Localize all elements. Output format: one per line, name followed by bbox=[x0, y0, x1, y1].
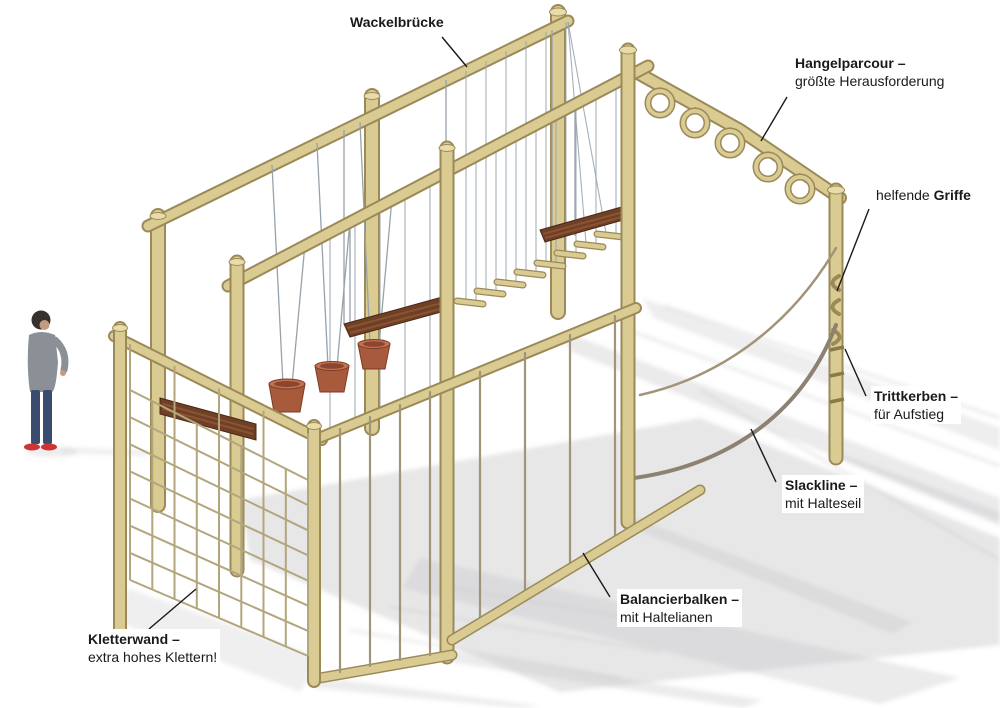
right-end-post bbox=[827, 182, 845, 466]
bridge-front-frame bbox=[221, 42, 655, 665]
suspension-cables bbox=[271, 21, 629, 433]
label-hangelparcour: Hangelparcour – größte Herausforderung bbox=[792, 53, 948, 91]
label-balancierbalken-subtitle: mit Haltelianen bbox=[620, 609, 713, 625]
label-trittkerben-subtitle: für Aufstieg bbox=[874, 406, 945, 422]
label-balancierbalken: Balancierbalken – mit Haltelianen bbox=[617, 589, 743, 627]
leader-balancierbalken bbox=[582, 552, 611, 598]
label-slackline-subtitle: mit Halteseil bbox=[785, 495, 862, 511]
plank-platforms bbox=[343, 205, 631, 338]
scale-person-figure bbox=[24, 310, 69, 451]
bridge-hanging-elements bbox=[268, 21, 631, 433]
label-wackelbruecke: Wackelbrücke bbox=[347, 12, 447, 32]
leader-kletterwand bbox=[148, 588, 197, 630]
hangel-rings bbox=[644, 87, 816, 205]
person-torso bbox=[27, 332, 58, 392]
label-leader-lines bbox=[148, 36, 870, 630]
label-slackline: Slackline – mit Halteseil bbox=[782, 475, 865, 513]
label-griffe: helfende Griffe bbox=[873, 185, 974, 205]
leader-griffe bbox=[836, 208, 870, 292]
label-kletterwand-title: Kletterwand – bbox=[88, 631, 180, 647]
hanging-buckets bbox=[268, 339, 391, 413]
lower-frame bbox=[108, 302, 642, 688]
hangelparcour-beam bbox=[629, 65, 847, 205]
liana-ropes bbox=[338, 314, 617, 674]
leader-slackline bbox=[750, 428, 777, 483]
label-balancierbalken-title: Balancierbalken – bbox=[620, 591, 740, 607]
leader-wackelbruecke bbox=[441, 36, 468, 68]
label-hangelparcour-title: Hangelparcour – bbox=[795, 55, 906, 71]
person-shoe bbox=[41, 443, 57, 451]
slackline-ropes bbox=[632, 246, 838, 480]
climbing-net bbox=[129, 344, 309, 657]
person-leg bbox=[43, 390, 52, 444]
label-slackline-title: Slackline – bbox=[785, 477, 858, 493]
label-griffe-prefix: helfende bbox=[876, 187, 930, 203]
label-kletterwand: Kletterwand – extra hohes Klettern! bbox=[85, 629, 221, 667]
step-notches bbox=[829, 345, 845, 404]
label-trittkerben: Trittkerben – für Aufstieg bbox=[871, 386, 962, 424]
person-shoe bbox=[24, 443, 40, 451]
balance-beam bbox=[446, 484, 706, 646]
label-griffe-title: Griffe bbox=[933, 187, 971, 203]
leader-trittkerben bbox=[844, 348, 867, 397]
inner-platform bbox=[159, 397, 257, 441]
suspended-step-planks bbox=[453, 230, 627, 308]
label-hangelparcour-subtitle: größte Herausforderung bbox=[795, 73, 945, 89]
leader-hangelparcour bbox=[760, 96, 788, 142]
label-wackelbruecke-title: Wackelbrücke bbox=[350, 14, 444, 30]
person-leg bbox=[31, 390, 40, 444]
label-trittkerben-title: Trittkerben – bbox=[874, 388, 959, 404]
label-kletterwand-subtitle: extra hohes Klettern! bbox=[88, 649, 218, 665]
